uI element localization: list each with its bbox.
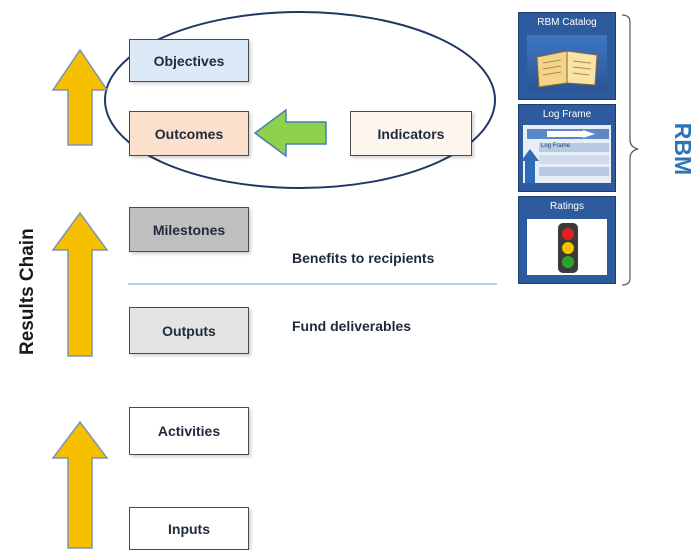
tile-ratings[interactable]: Ratings bbox=[518, 196, 616, 284]
tile-log-frame[interactable]: Log Frame Log Frame bbox=[518, 104, 616, 192]
log-frame-icon: Log Frame bbox=[523, 125, 611, 183]
outcomes-box[interactable]: Outcomes bbox=[129, 111, 249, 156]
results-chain-label: Results Chain bbox=[17, 228, 38, 355]
objectives-box[interactable]: Objectives bbox=[129, 39, 249, 82]
rbm-bracket bbox=[621, 14, 639, 286]
rbm-label: RBM bbox=[670, 122, 696, 176]
indicators-box[interactable]: Indicators bbox=[350, 111, 472, 156]
outputs-box[interactable]: Outputs bbox=[129, 307, 249, 354]
up-arrow-icon bbox=[51, 211, 109, 357]
activities-box[interactable]: Activities bbox=[129, 407, 249, 455]
tile-rbm-catalog[interactable]: RBM Catalog bbox=[518, 12, 616, 100]
tile-title: Log Frame bbox=[542, 109, 592, 120]
outcomes-ellipse bbox=[104, 11, 496, 189]
catalog-book-icon bbox=[527, 35, 607, 91]
log-frame-inner-label: Log Frame bbox=[541, 143, 571, 149]
tile-title: Ratings bbox=[550, 201, 584, 212]
benefits-annotation: Benefits to recipients bbox=[292, 250, 435, 266]
up-arrow-icon bbox=[51, 48, 109, 146]
left-arrow-icon bbox=[253, 108, 327, 158]
inputs-box[interactable]: Inputs bbox=[129, 507, 249, 550]
milestones-box[interactable]: Milestones bbox=[129, 207, 249, 252]
traffic-light-icon bbox=[527, 219, 607, 275]
up-arrow-icon bbox=[51, 420, 109, 549]
tile-title: RBM Catalog bbox=[537, 17, 597, 28]
deliverables-annotation: Fund deliverables bbox=[292, 318, 412, 334]
